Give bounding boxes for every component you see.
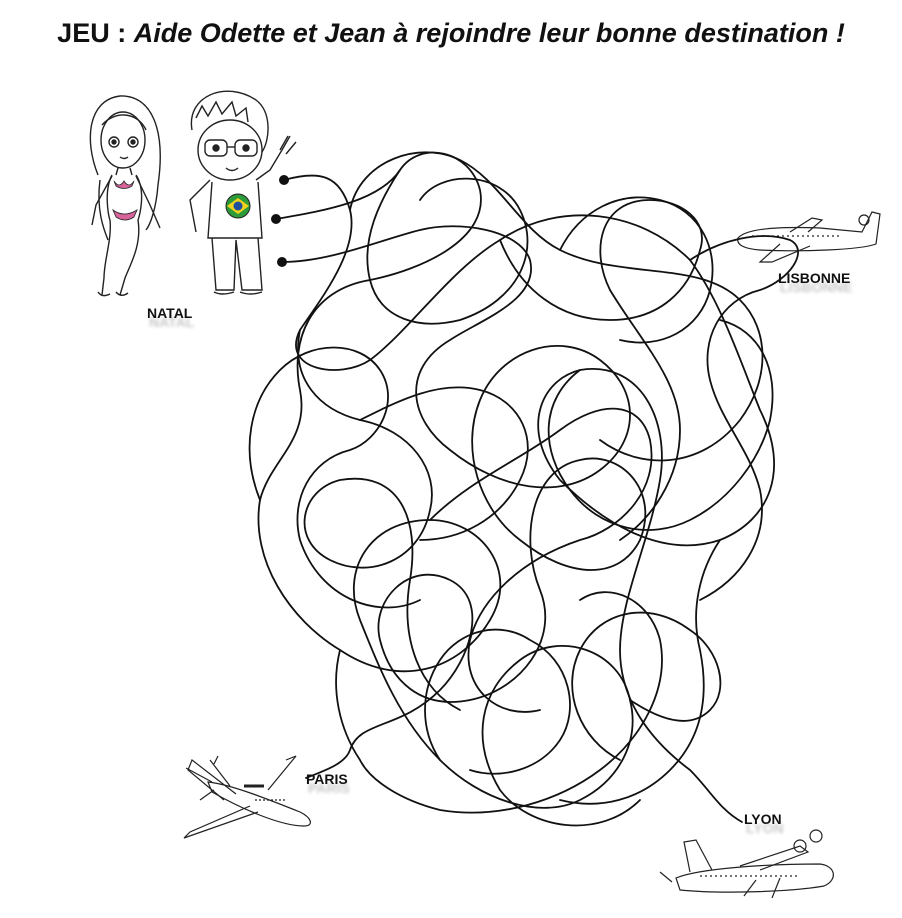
page-title: JEU : Aide Odette et Jean à rejoindre le…	[0, 18, 902, 49]
maze-path-3[interactable]	[281, 225, 647, 779]
maze-paths	[248, 151, 799, 827]
brazil-flag-icon	[225, 193, 251, 219]
maze-path-1[interactable]	[283, 174, 775, 823]
city-label-lyon: LYON	[744, 811, 782, 827]
title-main: Aide Odette et Jean à rejoindre leur bon…	[133, 18, 845, 48]
bikini	[112, 180, 138, 221]
city-label-paris: PARIS	[306, 771, 348, 787]
girl-odette-icon	[89, 95, 161, 297]
city-label-lisbonne: LISBONNE	[778, 270, 851, 286]
boy-jean-icon	[189, 90, 297, 295]
airplane-paris-icon	[183, 755, 311, 839]
maze-path-2[interactable]	[257, 151, 641, 827]
title-prefix: JEU :	[57, 18, 134, 48]
airplane-lyon-icon	[659, 829, 834, 899]
city-label-natal: NATAL	[147, 305, 193, 321]
maze-start-points	[271, 175, 289, 267]
